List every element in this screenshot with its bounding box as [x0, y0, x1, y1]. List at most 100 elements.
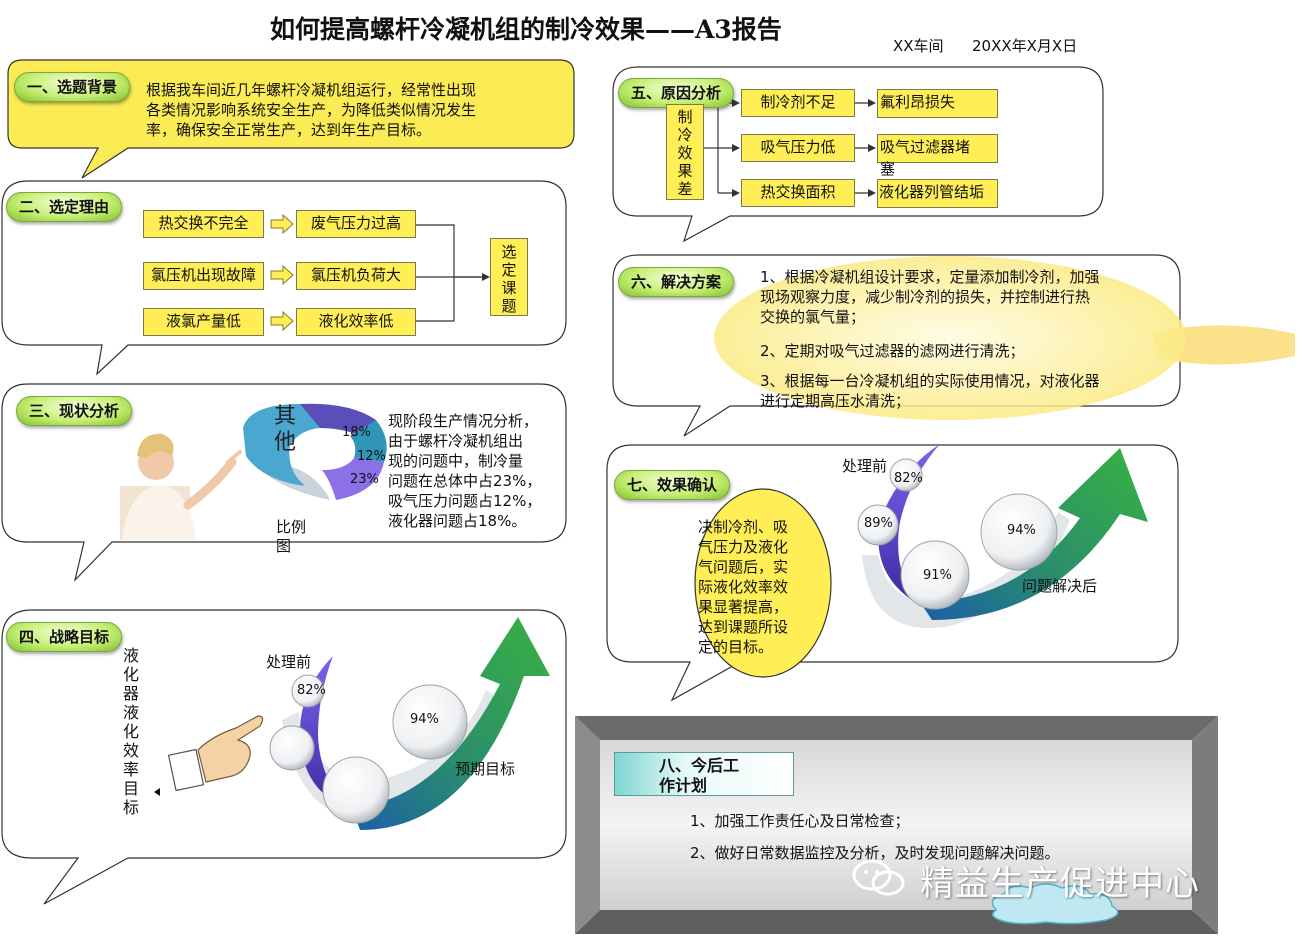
donut-slice-18: [300, 403, 376, 440]
reasons-arrowhead: [482, 273, 490, 281]
solution-line: 现场观察力度，减少制冷剂的损失，并控制进行热: [760, 288, 1091, 306]
selected-topic-box: 选 定 课 题: [490, 238, 528, 316]
strategy-ball-mid2: [322, 756, 390, 824]
plan-item: 1、加强工作责任心及日常检查；: [690, 812, 910, 830]
solution-item-3: 3、根据每一台冷凝机组的实际使用情况，对液化器 进行定期高压水清洗；: [760, 371, 1100, 411]
confirm-after-label: 问题解决后: [1022, 577, 1098, 595]
selected-topic-char: 选: [501, 243, 517, 261]
strategy-vertical-char: 器: [122, 684, 139, 703]
confirm-ball-94: [980, 493, 1058, 571]
section-tag-strategy: 四、战略目标: [6, 622, 123, 652]
presenter-figure: [120, 433, 242, 540]
solution-line: 2、定期对吸气过滤器的滤网进行清洗；: [760, 342, 1025, 360]
plan-label-line: 八、今后工: [659, 756, 740, 775]
selected-topic-char: 题: [501, 297, 517, 315]
cause-box: 吸气压力低: [741, 134, 855, 162]
solution-item-2: 2、定期对吸气过滤器的滤网进行清洗；: [760, 341, 1025, 361]
section-tag-solution: 六、解决方案: [618, 267, 735, 297]
status-line: 问题在总体中占23%，: [388, 472, 542, 490]
strategy-value-label: 94%: [410, 712, 439, 727]
strategy-vertical-char: 标: [122, 798, 139, 817]
strategy-vertical-char: 效: [122, 741, 139, 760]
status-text: 现阶段生产情况分析， 由于螺杆冷凝机组出 现的问题中，制冷量 问题在总体中占23…: [388, 411, 541, 531]
confirm-line: 际液化效率效: [698, 578, 789, 596]
strategy-before-label: 处理前: [266, 653, 312, 671]
confirm-purple-curve: [878, 444, 940, 604]
strategy-vertical-char: 率: [122, 760, 139, 779]
causes-arrowheads: [732, 99, 876, 197]
section-tag-status: 三、现状分析: [16, 396, 133, 426]
solution-oval-shadow: [1150, 325, 1295, 365]
solution-line: 交换的氯气量；: [760, 308, 866, 326]
confirm-value-label: 82%: [894, 471, 923, 486]
solution-line: 1、根据冷凝机组设计要求，定量添加制冷剂，加强: [760, 268, 1100, 286]
status-line: 液化器问题占18%。: [388, 512, 527, 530]
reasons-hollow-arrows: [270, 213, 294, 332]
strategy-ball-94: [392, 684, 468, 760]
strategy-vertical-char: 化: [122, 722, 139, 741]
plan-label-line: 作计划: [659, 776, 708, 795]
solution-item-1: 1、根据冷凝机组设计要求，定量添加制冷剂，加强 现场观察力度，减少制冷剂的损失，…: [760, 267, 1100, 327]
confirm-line: 定的目标。: [698, 638, 774, 656]
donut-pct-label: 12%: [357, 449, 386, 464]
confirm-ball-89: [857, 504, 899, 546]
confirm-line: 达到课题所设: [698, 618, 789, 636]
effect-box: 液化效率低: [296, 308, 416, 336]
cause-box: 液氯产量低: [143, 308, 264, 336]
report-date: 20XX年X月X日: [972, 37, 1078, 55]
detail-box: 氟利昂损失: [877, 89, 998, 118]
strategy-growth-arrow: [352, 617, 550, 830]
donut-other-label: 其他: [274, 404, 297, 455]
status-line: 现阶段生产情况分析，: [388, 412, 539, 430]
section-tag-background: 一、选题背景: [14, 72, 131, 102]
confirm-value-label: 91%: [923, 568, 952, 583]
background-line: 率，确保安全正常生产，达到年生产目标。: [146, 121, 432, 139]
cloud-decoration: [991, 883, 1119, 925]
section-tag-confirm: 七、效果确认: [614, 470, 731, 500]
strategy-value-label: 82%: [297, 683, 326, 698]
effect-box: 废气压力过高: [296, 210, 416, 238]
selected-topic-char: 课: [501, 279, 517, 297]
department-label: XX车间: [893, 37, 944, 55]
strategy-vertical-char: 液: [122, 703, 139, 722]
section-tag-reasons: 二、选定理由: [6, 192, 123, 222]
bubble-background: [7, 59, 575, 179]
root-problem-box: 制 冷 效 果 差: [666, 104, 704, 200]
wechat-icon: [852, 859, 905, 896]
root-problem-char: 制: [677, 108, 693, 126]
strategy-growth-chart: [269, 617, 550, 830]
background-line: 各类情况影响系统安全生产，为降低类似情况发生: [146, 101, 477, 119]
confirm-ball-91: [900, 540, 970, 610]
background-line: 根据我车间近几年螺杆冷凝机组运行，经常性出现: [146, 81, 477, 99]
strategy-vertical-label: 液 化 器 液 化 效 率 目 标: [121, 646, 141, 817]
cause-box: 制冷剂不足: [741, 89, 855, 117]
left-arrow-icon: [154, 788, 160, 796]
status-line: 吸气压力问题占12%，: [388, 492, 542, 510]
confirm-line: 决制冷剂、吸: [698, 518, 789, 536]
reasons-connectors: [416, 224, 486, 322]
strategy-ball-mid1: [269, 725, 315, 771]
confirm-oval: [694, 488, 832, 678]
ratio-caption: 比例 图: [276, 518, 306, 556]
ratio-donut-chart: [243, 403, 387, 500]
cause-box: 氯压机出现故障: [143, 262, 264, 290]
section-tag-causes: 五、原因分析: [618, 78, 735, 108]
cause-box: 热交换面积: [741, 179, 855, 207]
strategy-vertical-char: 液: [122, 646, 139, 665]
strategy-target-label: 预期目标: [455, 760, 516, 778]
strategy-ball-82: [291, 674, 325, 708]
confirm-growth-chart: [857, 444, 1148, 628]
plan-item: 2、做好日常数据监控及分析，及时发现问题解决问题。: [690, 844, 1060, 862]
donut-slice-23: [322, 458, 384, 500]
detail-line: 吸气过滤器堵: [880, 138, 971, 156]
background-text: 根据我车间近几年螺杆冷凝机组运行，经常性出现 各类情况影响系统安全生产，为降低类…: [146, 80, 476, 140]
solution-line: 3、根据每一台冷凝机组的实际使用情况，对液化器: [760, 372, 1100, 390]
donut-slice-12: [350, 420, 387, 462]
confirm-ball-82: [889, 458, 923, 492]
cause-box: 热交换不完全: [143, 210, 264, 238]
confirm-line: 果显著提高，: [698, 598, 789, 616]
ratio-caption-line: 图: [276, 537, 292, 555]
donut-pct-label: 23%: [350, 472, 379, 487]
root-problem-char: 差: [677, 180, 693, 198]
